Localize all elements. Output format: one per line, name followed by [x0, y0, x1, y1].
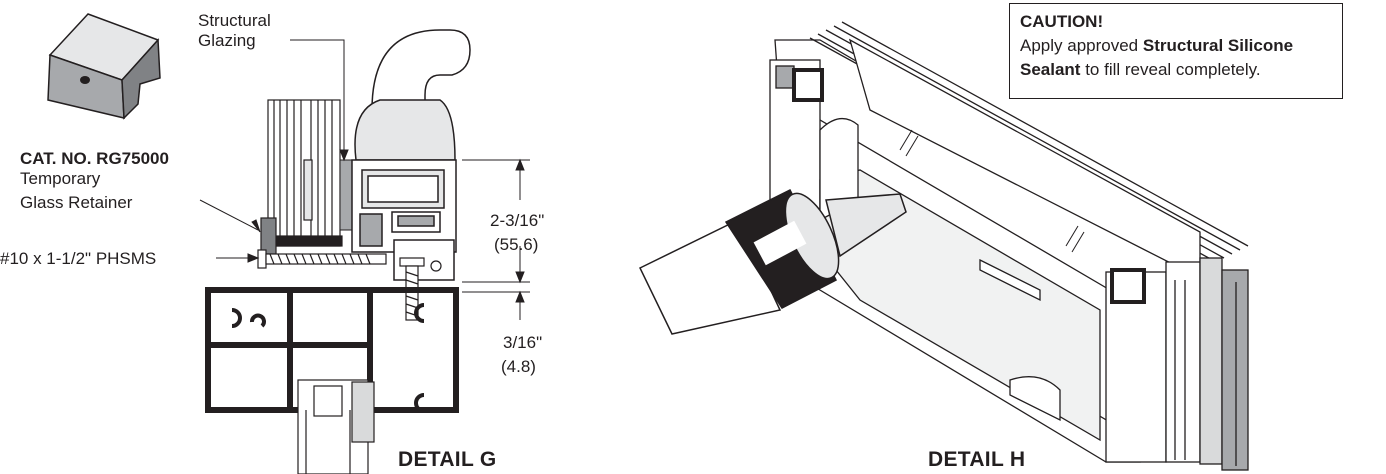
caution-line-1: Apply approved Structural Silicone	[1020, 34, 1332, 58]
glass-retainer-clip-icon	[47, 13, 161, 120]
detail-g-title: DETAIL G	[398, 448, 497, 471]
caution-line-1-bold: Structural Silicone	[1142, 36, 1294, 55]
structural-glazing-label-line1: Structural	[198, 11, 271, 30]
caution-title: CAUTION!	[1020, 12, 1104, 31]
caution-line-1-text: Apply approved	[1020, 36, 1143, 55]
dimension-1-imperial: 2-3/16"	[490, 211, 545, 230]
jamb-section	[297, 379, 375, 474]
sealant-tube	[638, 188, 907, 335]
detail-h-title: DETAIL H	[928, 448, 1026, 471]
structural-glazing-label-line2: Glazing	[198, 31, 256, 50]
dimension-2-metric: (4.8)	[501, 357, 536, 376]
retainer-label-line1: Temporary	[20, 169, 101, 188]
leader-lines	[199, 39, 349, 263]
window-frame-perspective	[768, 21, 1249, 471]
mullion-profile-top	[351, 159, 457, 281]
dimension-2-imperial: 3/16"	[503, 333, 543, 352]
caution-line-2: Sealant to fill reveal completely.	[1020, 58, 1332, 82]
phsms-screw	[257, 249, 387, 269]
caution-line-2-bold: Sealant	[1020, 60, 1081, 79]
retainer-label-line2: Glass Retainer	[20, 193, 133, 212]
caution-box: CAUTION! Apply approved Structural Silic…	[1009, 3, 1343, 99]
dimension-1-metric: (55.6)	[494, 235, 539, 254]
screw-label: #10 x 1-1/2" PHSMS	[0, 249, 157, 268]
dimension-lines	[462, 158, 530, 320]
caution-line-2-text: to fill reveal completely.	[1080, 60, 1261, 79]
cat-no-label: CAT. NO. RG75000	[20, 149, 169, 168]
